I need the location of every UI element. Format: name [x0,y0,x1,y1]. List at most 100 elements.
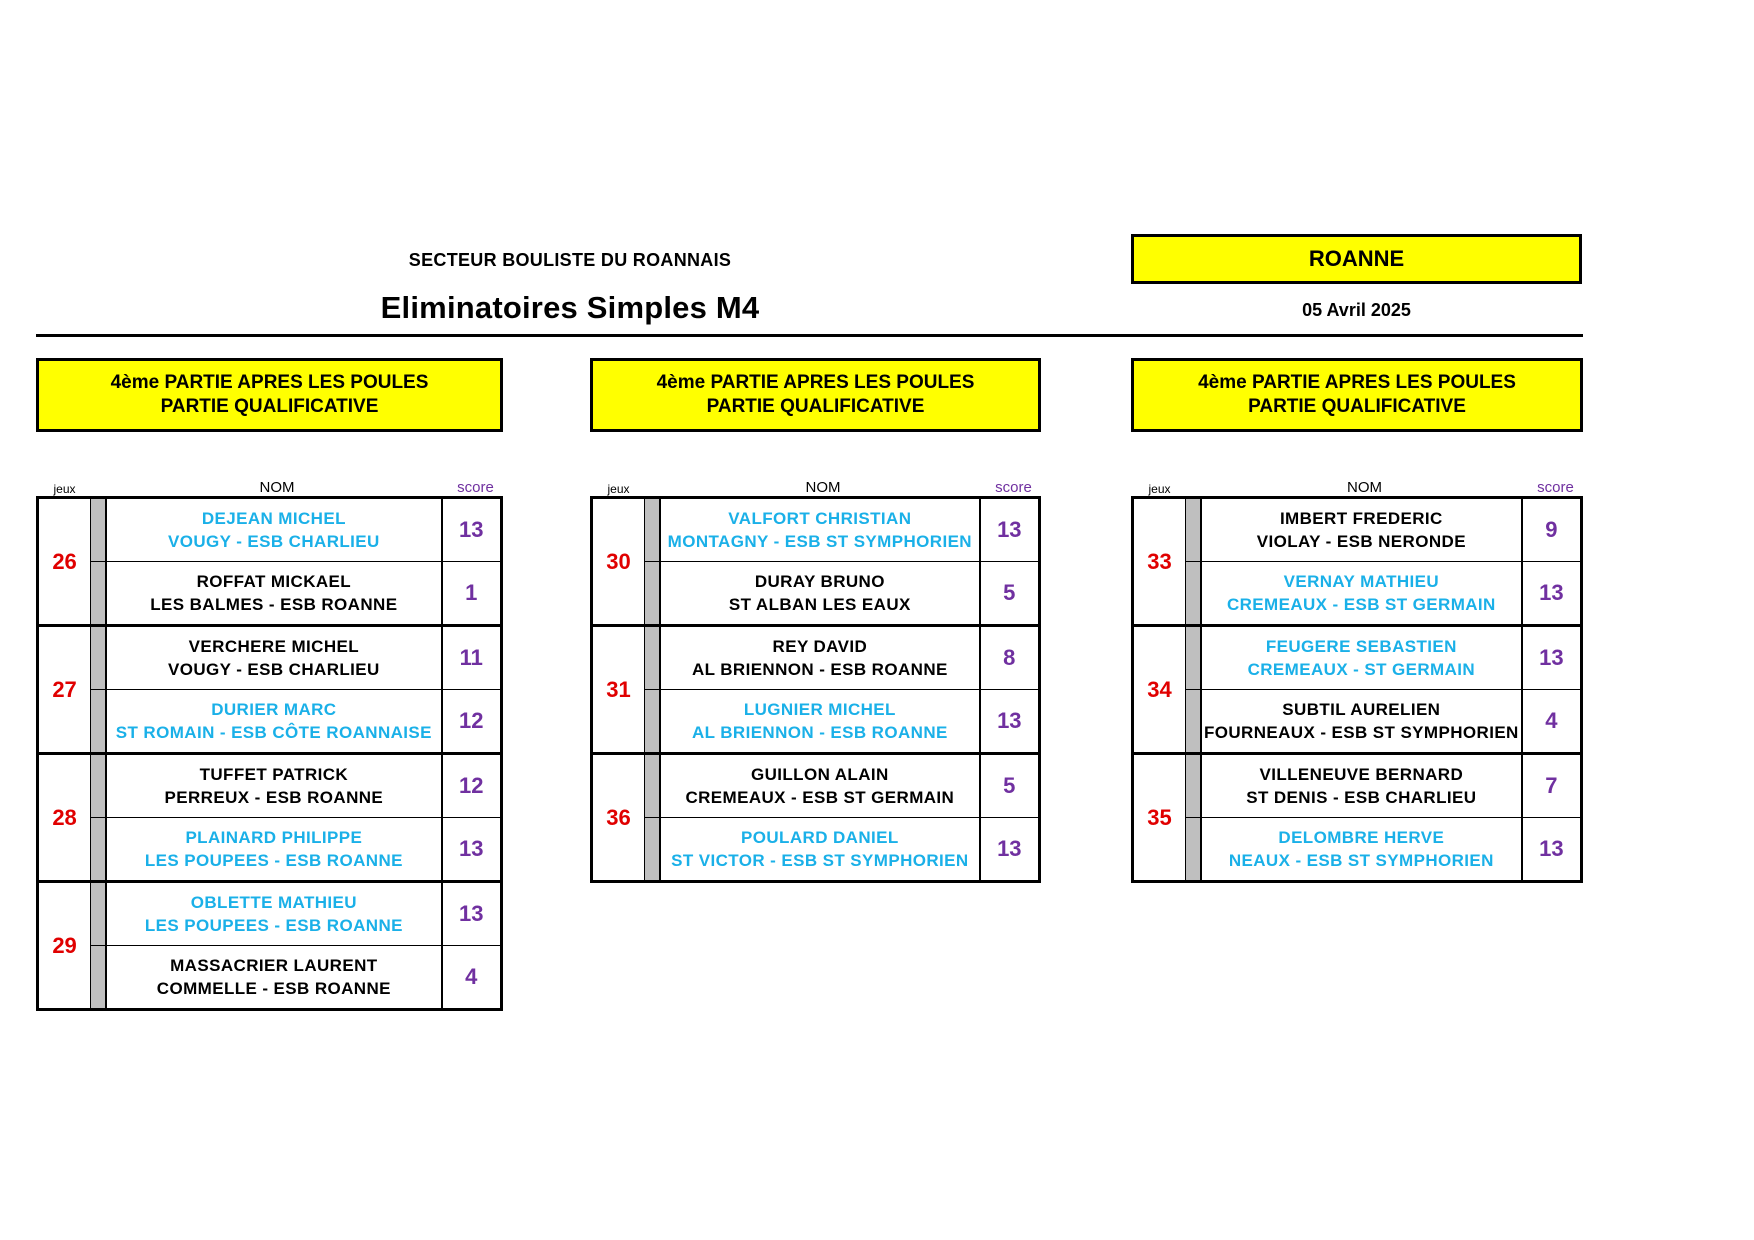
player-club: ST VICTOR - ESB ST SYMPHORIEN [671,851,969,870]
player-score: 12 [441,753,502,818]
label-score: score [1537,479,1574,496]
player-club: ST ROMAIN - ESB CÔTE ROANNAISE [115,723,432,742]
player-score: 4 [465,964,478,989]
player-score: 5 [979,753,1040,818]
section-header-line2: PARTIE QUALIFICATIVE [160,396,379,417]
header-divider [36,334,1583,337]
section-header-line1: 4ème PARTIE APRES LES POULES [656,372,975,393]
player-name: SUBTIL AURELIEN [1282,700,1441,719]
player-score: 11 [441,625,502,690]
player-name: IMBERT FREDERIC [1279,509,1443,528]
game-number: 35 [1132,753,1186,882]
player-cell: VERNAY MATHIEU CREMEAUX - ESB ST GERMAIN [1200,561,1523,627]
player-name: DELOMBRE HERVE [1278,828,1445,847]
column-labels: jeux NOM score [36,472,503,496]
row-marker [1185,817,1202,882]
player-club: LES BALMES - ESB ROANNE [150,595,398,614]
label-nom: NOM [805,479,841,496]
game-number: 34 [1132,625,1186,755]
player-club: LES POUPEES - ESB ROANNE [144,851,403,870]
player-cell: MASSACRIER LAURENT COMMELLE - ESB ROANNE [106,945,443,1010]
row-marker [90,561,108,627]
section-header-line2: PARTIE QUALIFICATIVE [1248,396,1466,417]
label-jeux: jeux [607,482,630,496]
row-marker [1185,497,1202,562]
row-marker [644,689,662,755]
player-cell: TUFFET PATRICK PERREUX - ESB ROANNE [106,753,443,818]
game-number: 28 [37,753,92,883]
player-club: AL BRIENNON - ESB ROANNE [691,660,948,679]
row-marker [644,561,662,627]
player-row: 27 VERCHERE MICHEL VOUGY - ESB CHARLIEU 11 [37,625,502,755]
player-name: MASSACRIER LAURENT [170,956,378,975]
player-name: DURIER MARC [211,700,337,719]
player-club: FOURNEAUX - ESB ST SYMPHORIEN [1203,723,1519,742]
player-club: VIOLAY - ESB NERONDE [1256,532,1466,551]
player-club: COMMELLE - ESB ROANNE [156,979,391,998]
player-name: ROFFAT MICKAEL [196,572,352,591]
player-name: OBLETTE MATHIEU [190,893,357,912]
player-club: VOUGY - ESB CHARLIEU [167,532,380,551]
bracket-column-3: 4ème PARTIE APRES LES POULES PARTIE QUALI… [1131,358,1583,883]
player-name: TUFFET PATRICK [199,765,349,784]
player-club: CREMEAUX - ESB ST GERMAIN [1226,595,1496,614]
player-score: 13 [441,817,502,883]
row-marker [644,753,662,818]
label-nom: NOM [259,479,295,496]
player-score: 5 [979,561,1040,627]
game-number: 27 [37,625,92,755]
row-marker [1185,689,1202,755]
player-club: AL BRIENNON - ESB ROANNE [691,723,948,742]
player-club: MONTAGNY - ESB ST SYMPHORIEN [667,532,972,551]
player-score: 7 [1521,753,1582,818]
player-cell: SUBTIL AURELIEN FOURNEAUX - ESB ST SYMPHO… [1200,689,1523,755]
player-row: POULARD DANIEL ST VICTOR - ESB ST SYMPHOR… [592,817,1040,882]
player-club: VOUGY - ESB CHARLIEU [167,660,380,679]
label-jeux: jeux [1148,482,1171,496]
player-row: SUBTIL AURELIEN FOURNEAUX - ESB ST SYMPHO… [1133,689,1582,755]
section-header-line1: 4ème PARTIE APRES LES POULES [110,372,429,393]
venue-label: ROANNE [1308,246,1405,271]
row-marker [90,497,108,562]
player-cell: IMBERT FREDERIC VIOLAY - ESB NERONDE [1200,497,1523,562]
event-date: 05 Avril 2025 [1302,300,1411,320]
player-name: VERNAY MATHIEU [1283,572,1440,591]
label-score: score [457,479,494,496]
section-header-line1: 4ème PARTIE APRES LES POULES [1198,372,1516,393]
label-jeux: jeux [53,482,76,496]
game-number: 36 [591,753,646,882]
player-score: 13 [979,497,1040,562]
label-score: score [995,479,1032,496]
player-score: 13 [1521,625,1582,690]
page-title: Eliminatoires Simples M4 [380,290,760,325]
player-name: POULARD DANIEL [741,828,899,847]
column-labels: jeux NOM score [590,472,1041,496]
player-club: PERREUX - ESB ROANNE [164,788,384,807]
player-score: 13 [441,881,502,946]
player-name: VERCHERE MICHEL [188,637,360,656]
player-cell: VERCHERE MICHEL VOUGY - ESB CHARLIEU [106,625,443,690]
player-score: 4 [1521,689,1582,755]
player-score: 13 [1539,836,1564,861]
row-marker [1185,753,1202,818]
section-header: 4ème PARTIE APRES LES POULES PARTIE QUALI… [36,358,503,432]
